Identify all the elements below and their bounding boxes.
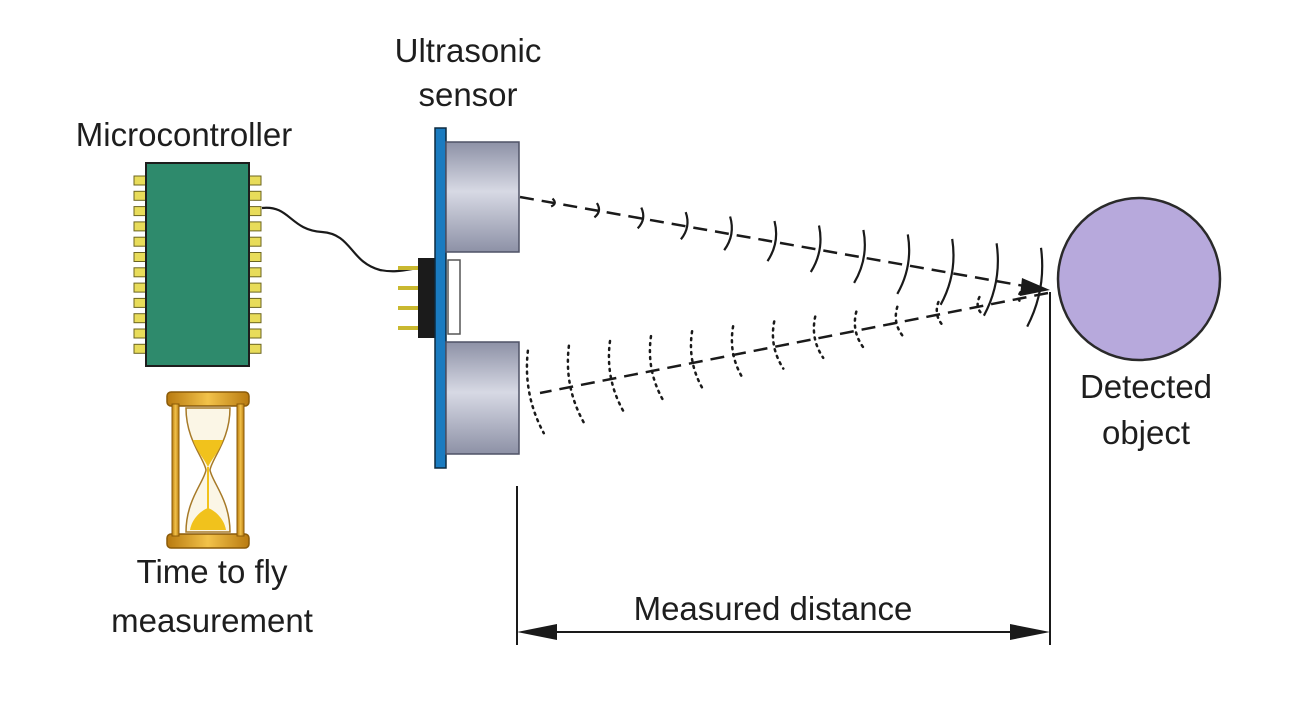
- echo-wavefront: [935, 300, 945, 327]
- echo-wavefront: [771, 320, 785, 370]
- transmitted-wavefront: [766, 220, 778, 262]
- transmitted-wave: [519, 195, 1050, 328]
- hourglass-post-left: [171, 403, 180, 537]
- hourglass-post-right: [236, 403, 245, 537]
- chip-pin: [133, 190, 147, 201]
- hourglass-sand-top: [193, 440, 223, 467]
- chip-pin: [248, 282, 262, 293]
- microcontroller-label: Microcontroller: [76, 116, 292, 153]
- chip-pin: [248, 297, 262, 308]
- transmitted-arrowhead: [1020, 278, 1050, 296]
- ultrasonic-sensor-icon: [398, 127, 520, 469]
- transmitter-transducer: [445, 141, 520, 253]
- chip-pin: [248, 175, 262, 186]
- chip-pin: [133, 282, 147, 293]
- chip-pin: [133, 328, 147, 339]
- chip-pin: [133, 297, 147, 308]
- object-label-line2: object: [1102, 414, 1190, 451]
- detected-object-circle: [1056, 196, 1222, 362]
- transmitted-wavefront: [896, 234, 911, 295]
- echo-wavefront: [648, 334, 665, 403]
- echo-wavefront: [853, 310, 865, 349]
- echo-wavefront: [566, 344, 585, 424]
- chip-pin: [133, 313, 147, 324]
- chip-pin: [133, 206, 147, 217]
- echo-wavefront: [894, 305, 905, 338]
- echo-wavefront: [1017, 290, 1024, 306]
- receiver-transducer: [445, 341, 520, 455]
- echo-wave: [525, 290, 1049, 435]
- transmitted-wavefront: [680, 211, 689, 240]
- transmitted-wavefronts: [550, 197, 1044, 328]
- hourglass-icon: [166, 391, 250, 549]
- hourglass-top-cap: [166, 391, 250, 407]
- sensor-label-line1: Ultrasonic: [395, 32, 542, 69]
- echo-wavefront: [689, 329, 705, 392]
- chip-pin: [248, 328, 262, 339]
- transmitted-wavefront: [593, 202, 601, 219]
- echo-wavefront: [525, 349, 546, 435]
- chip-pin: [248, 206, 262, 217]
- transmitted-wavefront: [853, 229, 866, 284]
- transmitted-wavefront: [982, 243, 999, 317]
- distance-dimension: [516, 292, 1051, 645]
- transmitted-wavefront: [939, 238, 955, 306]
- dimension-arrow-left: [517, 624, 557, 640]
- chip-pin: [133, 252, 147, 262]
- echo-beam-line: [539, 291, 1049, 395]
- echo-wavefront: [812, 315, 825, 360]
- echo-wavefronts: [525, 290, 1024, 435]
- transmitted-beam-line: [519, 195, 1031, 289]
- echo-wavefront: [730, 325, 745, 381]
- sensor-label-line2: sensor: [418, 76, 517, 113]
- chip-pin: [133, 343, 147, 354]
- chip-pin: [133, 236, 147, 247]
- transmitted-wavefront: [550, 197, 556, 208]
- chip-pin: [133, 267, 147, 278]
- transmitted-wavefront: [1026, 247, 1044, 328]
- chip-pin: [248, 221, 262, 232]
- sensor-board: [434, 127, 447, 469]
- hourglass-bottom-cap: [166, 533, 250, 549]
- distance-label: Measured distance: [634, 590, 913, 627]
- echo-wavefront: [976, 295, 985, 317]
- signal-wire: [261, 206, 419, 273]
- chip-pin: [248, 236, 262, 247]
- chip-pin: [248, 313, 262, 324]
- chip-pins-left: [133, 175, 147, 354]
- timer-label-line1: Time to fly: [137, 553, 288, 590]
- sensor-connector: [398, 258, 461, 338]
- transmitted-wavefront: [809, 225, 822, 273]
- transmitted-wavefront: [636, 207, 645, 230]
- chip-pin: [248, 343, 262, 354]
- object-label-line1: Detected: [1080, 368, 1212, 405]
- chip-pin: [248, 267, 262, 278]
- chip-pin: [133, 175, 147, 186]
- transmitted-wavefront: [723, 216, 733, 251]
- chip-pin: [248, 252, 262, 262]
- chip-pin: [133, 221, 147, 232]
- chip-pin: [248, 190, 262, 201]
- echo-wavefront: [607, 339, 625, 413]
- timer-label-line2: measurement: [111, 602, 313, 639]
- microcontroller-chip-icon: [133, 162, 262, 367]
- dimension-arrow-right: [1010, 624, 1050, 640]
- chip-pins-right: [248, 175, 262, 354]
- chip-body: [145, 162, 250, 367]
- hourglass-sand-bottom: [190, 508, 226, 530]
